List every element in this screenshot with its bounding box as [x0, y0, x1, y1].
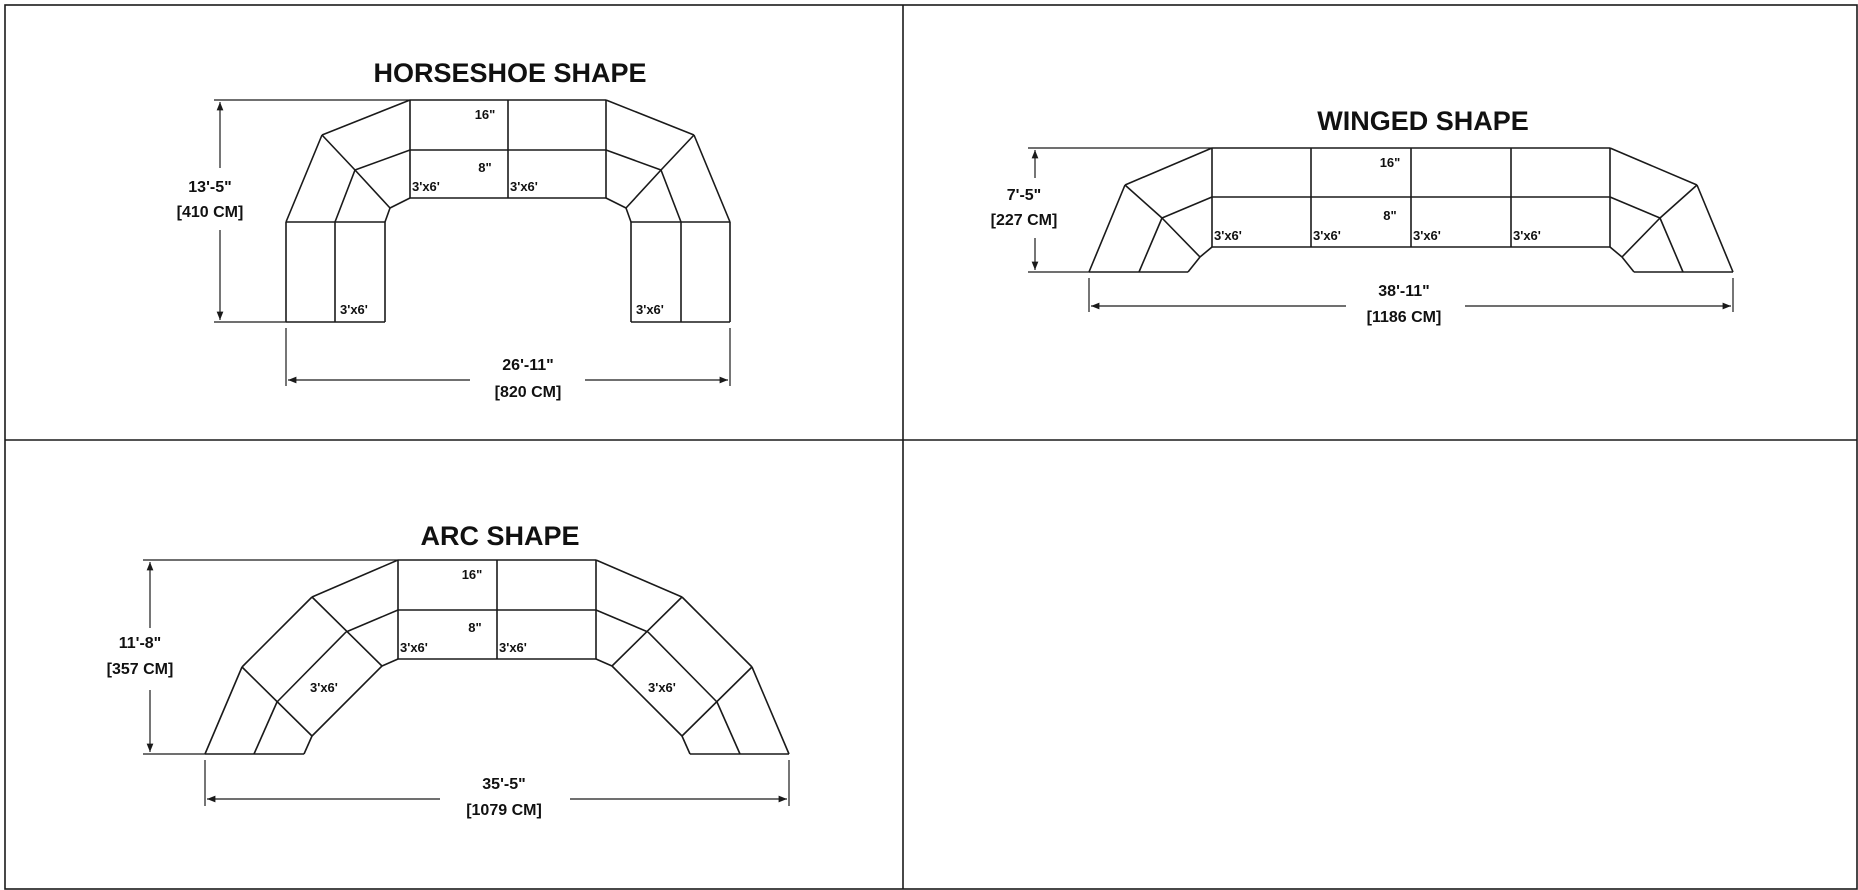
horseshoe-height-dimension	[214, 99, 410, 323]
winged-riser-label: 3'x6'	[1413, 228, 1441, 243]
arc-step-mid-label: 8"	[468, 620, 481, 635]
winged-step-top-label: 16"	[1380, 155, 1401, 170]
winged-step-mid-label: 8"	[1383, 208, 1396, 223]
horseshoe-riser-label: 3'x6'	[340, 302, 368, 317]
horseshoe-width-ft: 26'-11"	[502, 357, 553, 374]
winged-height-cm: [227 CM]	[991, 212, 1058, 229]
horseshoe-height-cm: [410 CM]	[177, 204, 244, 221]
arc-width-cm: [1079 CM]	[466, 802, 542, 819]
panel-horseshoe: HORSESHOE SHAPE	[177, 58, 731, 401]
winged-stage-outline	[1088, 147, 1734, 273]
arc-height-cm: [357 CM]	[107, 661, 174, 678]
horseshoe-height-ft: 13'-5"	[188, 179, 231, 196]
horseshoe-step-top-label: 16"	[475, 107, 496, 122]
winged-riser-label: 3'x6'	[1513, 228, 1541, 243]
arc-width-dimension	[204, 760, 790, 806]
winged-riser-label: 3'x6'	[1313, 228, 1341, 243]
horseshoe-riser-label: 3'x6'	[636, 302, 664, 317]
winged-height-ft: 7'-5"	[1007, 187, 1042, 204]
horseshoe-width-cm: [820 CM]	[495, 384, 562, 401]
arc-title: ARC SHAPE	[420, 521, 579, 551]
panel-arc: ARC SHAPE	[107, 521, 790, 819]
horseshoe-stage-outline	[285, 99, 731, 323]
panel-winged: WINGED SHAPE	[991, 106, 1734, 326]
empty-panel	[905, 442, 1855, 887]
winged-height-dimension	[1028, 147, 1212, 273]
arc-riser-label: 3'x6'	[400, 640, 428, 655]
arc-stage-outline	[204, 559, 790, 755]
arc-height-ft: 11'-8"	[119, 635, 162, 652]
winged-width-ft: 38'-11"	[1378, 283, 1429, 300]
arc-riser-label: 3'x6'	[499, 640, 527, 655]
arc-step-top-label: 16"	[462, 567, 483, 582]
arc-riser-label: 3'x6'	[310, 680, 338, 695]
winged-width-cm: [1186 CM]	[1367, 309, 1442, 326]
horseshoe-title: HORSESHOE SHAPE	[373, 58, 646, 88]
horseshoe-riser-label: 3'x6'	[412, 179, 440, 194]
horseshoe-width-dimension	[285, 328, 731, 386]
winged-title: WINGED SHAPE	[1317, 106, 1529, 136]
arc-width-ft: 35'-5"	[482, 776, 525, 793]
arc-height-dimension	[143, 559, 398, 755]
arc-riser-label: 3'x6'	[648, 680, 676, 695]
winged-width-dimension	[1088, 278, 1734, 312]
horseshoe-step-mid-label: 8"	[478, 160, 491, 175]
horseshoe-riser-label: 3'x6'	[510, 179, 538, 194]
winged-riser-label: 3'x6'	[1214, 228, 1242, 243]
